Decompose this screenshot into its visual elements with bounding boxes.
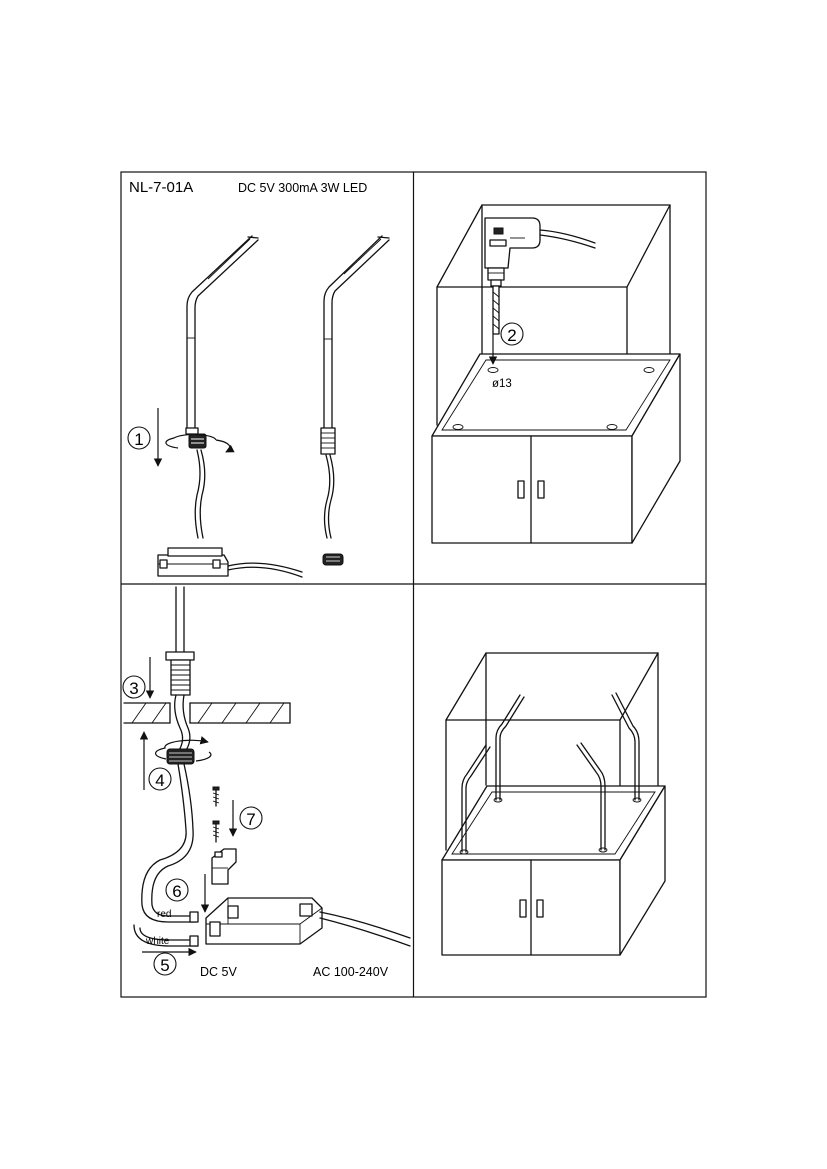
mounting-clip — [211, 848, 237, 885]
svg-text:2: 2 — [507, 326, 516, 345]
svg-text:6: 6 — [172, 882, 181, 901]
lamp-illustration-left — [165, 235, 259, 539]
svg-text:5: 5 — [160, 956, 169, 975]
step-3-marker: 3 — [122, 657, 155, 699]
lamp-installed-back-left — [493, 694, 525, 803]
svg-text:4: 4 — [155, 771, 164, 790]
model-number: NL-7-01A — [129, 179, 193, 196]
wire-label-white: white — [145, 936, 170, 947]
nut-part — [322, 553, 344, 566]
svg-text:3: 3 — [129, 679, 138, 698]
step-7-marker: 7 — [228, 800, 263, 837]
input-voltage-label: AC 100-240V — [313, 965, 389, 979]
board-cross-section — [123, 702, 291, 724]
wire-label-red: red — [157, 909, 171, 920]
hole-diameter-label: ø13 — [492, 378, 512, 390]
svg-text:1: 1 — [134, 430, 143, 449]
svg-text:7: 7 — [246, 810, 255, 829]
driver-box-top — [157, 547, 303, 578]
spec-text: DC 5V 300mA 3W LED — [238, 181, 367, 195]
lamp-illustration-right — [320, 235, 390, 539]
drill-hole — [487, 367, 499, 373]
step-4-marker: 4 — [139, 731, 172, 791]
step-1-marker: 1 — [127, 408, 163, 467]
drill-icon — [484, 217, 596, 365]
output-voltage-label: DC 5V — [200, 965, 237, 979]
panel-step-2: 2 ø13 — [431, 204, 681, 544]
lamp-installed-back-right — [611, 692, 642, 803]
panel-steps-3-7: red white 3 4 7 — [122, 586, 411, 979]
nut-part-install — [154, 736, 212, 765]
step-6-marker: 6 — [165, 874, 210, 913]
step-5-marker: 5 — [142, 947, 197, 976]
step-2-marker: 2 — [500, 322, 524, 346]
panel-grid — [120, 171, 707, 998]
screw-icon — [212, 786, 220, 843]
panel-step-1: NL-7-01A DC 5V 300mA 3W LED 1 — [127, 179, 390, 578]
lamp-installed-front-left — [459, 744, 491, 855]
driver-box-bottom — [205, 897, 411, 947]
lamp-installed-front-right — [576, 742, 608, 853]
panel-installed — [441, 652, 666, 956]
